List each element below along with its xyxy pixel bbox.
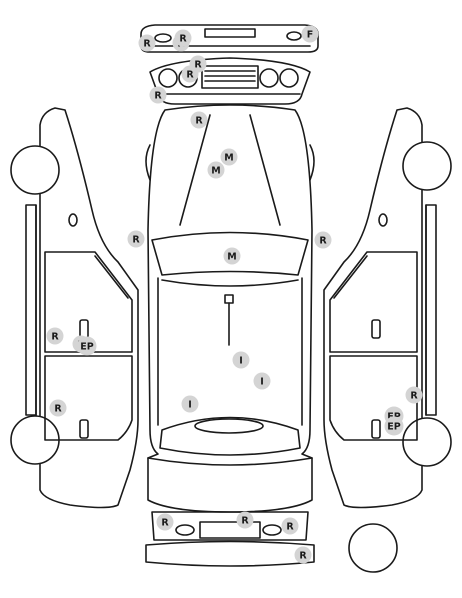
damage-marker-repaint: R <box>190 111 208 129</box>
marker-label: I <box>239 356 243 367</box>
damage-marker-minor: M <box>207 161 225 179</box>
marker-label: R <box>410 391 418 402</box>
damage-marker-repaint: R <box>314 231 332 249</box>
marker-label: R <box>179 34 187 45</box>
front-grille-view <box>149 57 311 105</box>
marker-label: EP <box>387 422 400 433</box>
marker-dot <box>405 386 423 404</box>
marker-dot <box>181 395 199 413</box>
marker-dot <box>156 513 174 531</box>
marker-dot <box>384 416 404 436</box>
marker-dot <box>190 111 208 129</box>
marker-label: M <box>224 153 233 164</box>
marker-dot <box>77 336 97 356</box>
marker-dot <box>301 25 319 43</box>
rear-grille-view <box>151 511 309 541</box>
damage-marker-repaint: R <box>156 513 174 531</box>
marker-label: R <box>319 236 327 247</box>
damage-marker-impact: I <box>232 351 250 369</box>
marker-label: R <box>54 404 62 415</box>
top-view <box>145 104 315 513</box>
damage-marker-impact: I <box>253 372 271 390</box>
damage-marker-exchanged-part: EP <box>77 336 97 356</box>
damage-marker-repaint: R <box>174 29 192 47</box>
marker-dot <box>253 372 271 390</box>
damage-marker-repaint: R <box>127 230 145 248</box>
damage-marker-impact: I <box>181 395 199 413</box>
marker-dot <box>220 148 238 166</box>
rear-bumper-view <box>145 540 315 567</box>
marker-label: EP <box>80 342 93 353</box>
marker-dot <box>174 29 192 47</box>
damage-marker-repaint: R <box>149 86 167 104</box>
left-side-view <box>10 107 139 509</box>
marker-label: R <box>195 116 203 127</box>
marker-dot <box>46 327 64 345</box>
marker-label: I <box>260 377 264 388</box>
marker-label: R <box>143 39 151 50</box>
marker-label: R <box>299 551 307 562</box>
damage-marker-minor: M <box>223 247 241 265</box>
spare-wheel <box>348 523 398 573</box>
marker-dot <box>232 351 250 369</box>
marker-dot <box>207 161 225 179</box>
marker-label: M <box>211 166 220 177</box>
marker-label: R <box>194 60 202 71</box>
marker-label: R <box>51 332 59 343</box>
marker-label: R <box>161 518 169 529</box>
damage-marker-repaint: R <box>181 65 199 83</box>
marker-dot <box>314 231 332 249</box>
marker-dot <box>149 86 167 104</box>
marker-dot <box>127 230 145 248</box>
damage-marker-repaint: R <box>294 546 312 564</box>
marker-dot <box>223 247 241 265</box>
damage-marker-repaint: R <box>281 517 299 535</box>
damage-marker-repaint: R <box>46 327 64 345</box>
damage-marker-fault: F <box>301 25 319 43</box>
marker-label: R <box>286 522 294 533</box>
damage-marker-repaint: R <box>138 34 156 52</box>
right-side-view <box>323 107 452 509</box>
marker-dot <box>236 511 254 529</box>
marker-dot <box>138 34 156 52</box>
marker-label: I <box>188 400 192 411</box>
damage-marker-repaint: R <box>49 399 67 417</box>
marker-label: R <box>186 70 194 81</box>
front-bumper-view <box>140 24 319 53</box>
marker-dot <box>294 546 312 564</box>
marker-label: R <box>154 91 162 102</box>
damage-marker-minor: M <box>220 148 238 166</box>
damage-marker-exchanged-part: EP <box>384 416 404 436</box>
marker-dot <box>49 399 67 417</box>
marker-label: M <box>227 252 236 263</box>
marker-dot <box>181 65 199 83</box>
marker-label: R <box>241 516 249 527</box>
marker-label: F <box>307 30 314 41</box>
damage-markers: RRRFRRRMMRRRMIIIREEPRREPEPRRRR <box>46 25 423 564</box>
marker-label: R <box>132 235 140 246</box>
marker-dot <box>281 517 299 535</box>
damage-marker-repaint: R <box>236 511 254 529</box>
damage-marker-repaint: R <box>405 386 423 404</box>
